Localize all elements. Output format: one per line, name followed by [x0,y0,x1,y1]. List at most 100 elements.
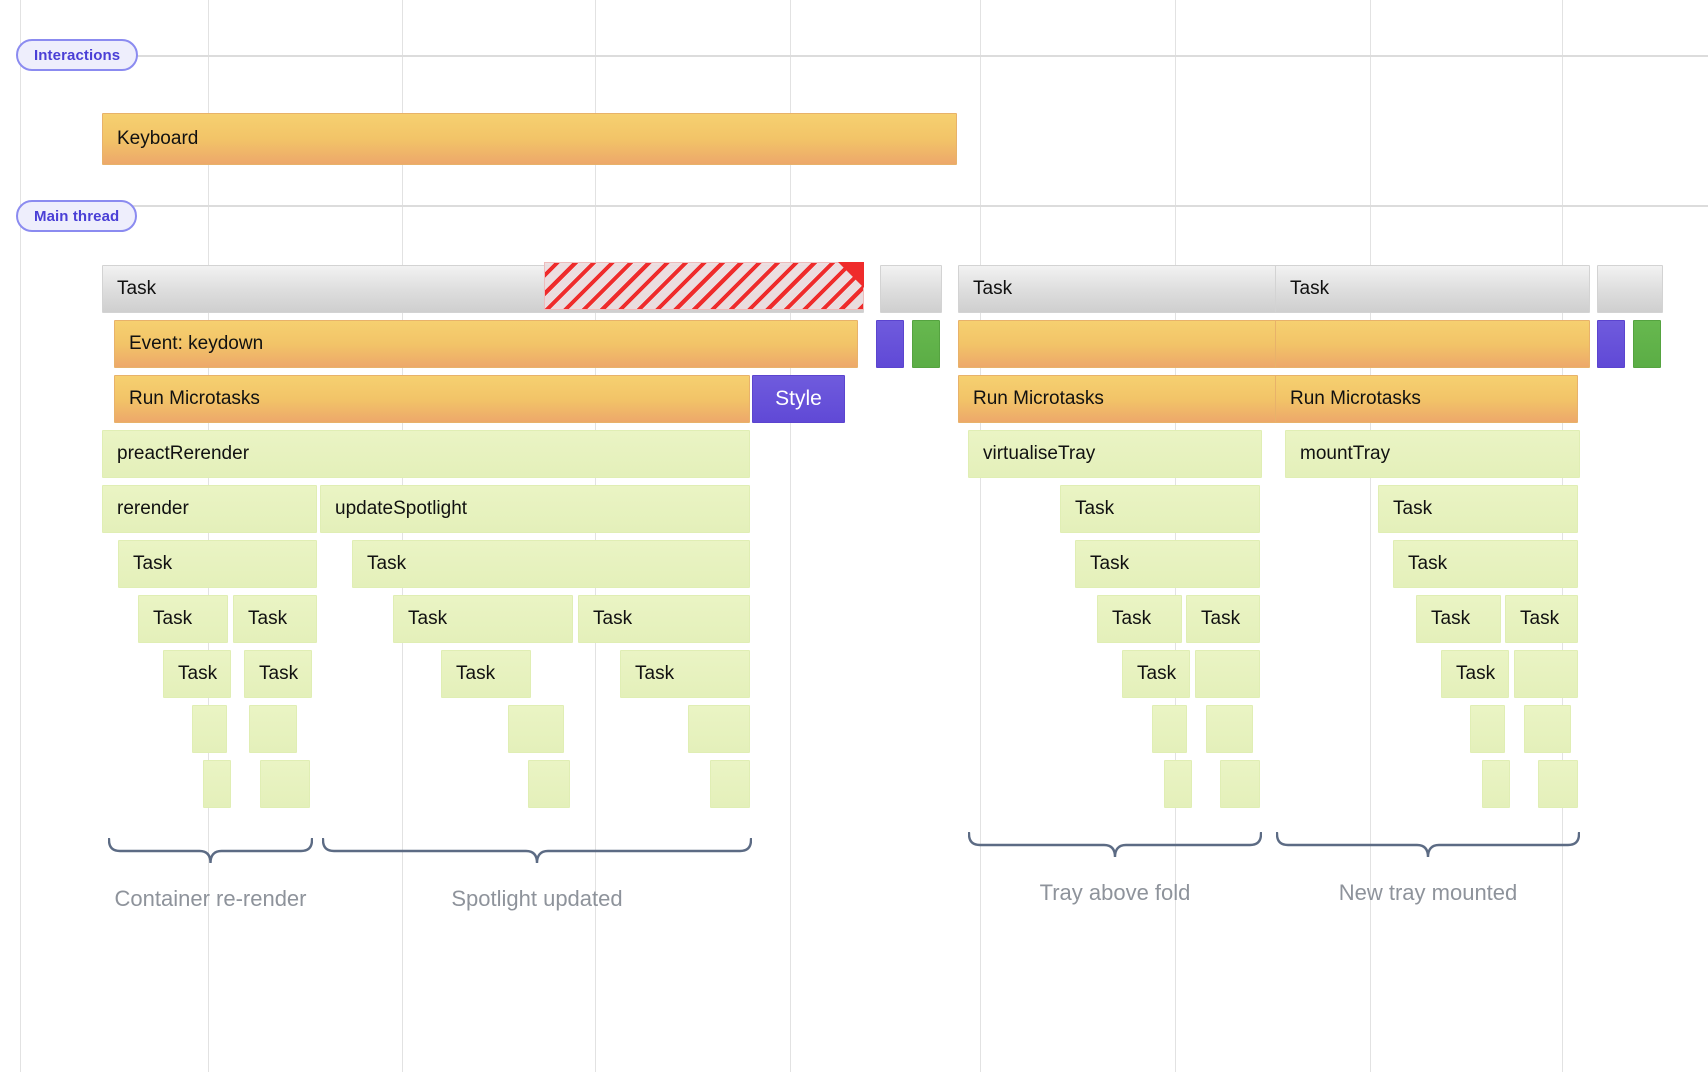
task-bar[interactable] [688,705,750,753]
keyboard-interaction[interactable]: Keyboard [102,113,957,165]
task-bar[interactable] [528,760,570,808]
task-bar-label: Task [259,663,299,684]
task-bar-label: Task [1408,553,1448,574]
task-bar-label: Task [367,553,407,574]
task-bar[interactable] [192,705,227,753]
gridline-7 [1370,0,1371,1072]
task-bar[interactable] [1164,760,1192,808]
task-bar[interactable] [1206,705,1253,753]
task-bar[interactable]: Task [1393,540,1578,588]
task-bar[interactable]: Task [1378,485,1578,533]
task-bar[interactable] [1514,650,1578,698]
task-bar[interactable]: Task [1505,595,1578,643]
task-bar[interactable]: Task [1186,595,1260,643]
task-bar[interactable]: Task [1075,540,1260,588]
task-bar-label: Task [1137,663,1177,684]
task-bar[interactable]: Task [1060,485,1260,533]
update-spotlight-bar[interactable]: updateSpotlight [320,485,750,533]
task-bar[interactable]: Task [441,650,531,698]
task-bar[interactable] [203,760,231,808]
task-bar[interactable]: Task [1416,595,1501,643]
track-pill-main-thread[interactable]: Main thread [16,200,138,232]
paint-marker[interactable] [912,320,940,368]
task-bar[interactable]: Task [118,540,317,588]
annotation-tray-above-fold-label: Tray above fold [1039,880,1191,905]
annotation-container-rerender-brace [108,838,313,864]
task-bar[interactable] [1538,760,1578,808]
task-bar-label: Task [1520,608,1560,629]
style-bar[interactable]: Style [752,375,845,423]
long-task-hatch[interactable] [544,262,864,310]
style-marker[interactable] [1597,320,1625,368]
event-bar[interactable] [1275,320,1590,368]
style-marker[interactable] [876,320,904,368]
gridline-3 [595,0,596,1072]
task-bar[interactable] [710,760,750,808]
gridline-4 [790,0,791,1072]
task-bar-label: Task [117,278,157,299]
task-bar-label: Task [153,608,193,629]
task-bar-label: Task [1090,553,1130,574]
annotation-new-tray-mounted-label: New tray mounted [1338,880,1518,905]
task-bar-label: Task [593,608,633,629]
run-microtasks-bar-label: Run Microtasks [1290,388,1421,409]
annotation-tray-above-fold-brace [968,832,1262,858]
task-bar[interactable] [1152,705,1187,753]
task-bar[interactable] [1195,650,1260,698]
run-microtasks-bar-label: Run Microtasks [973,388,1104,409]
run-microtasks-bar[interactable]: Run Microtasks [958,375,1280,423]
task-bar-label: Task [1456,663,1496,684]
annotation-container-rerender-label: Container re-render [114,886,307,911]
main-thread-rule [20,205,1708,207]
style-bar-label: Style [775,387,822,410]
task-bar[interactable]: Task [1275,265,1590,313]
task-bar[interactable]: Task [163,650,231,698]
task-bar[interactable]: Task [578,595,750,643]
task-bar[interactable] [249,705,297,753]
annotation-new-tray-mounted-brace [1276,832,1580,858]
task-bar[interactable]: Task [1441,650,1509,698]
task-bar-label: Task [1112,608,1152,629]
task-bar[interactable] [1482,760,1510,808]
task-bar[interactable]: Task [233,595,317,643]
run-microtasks-bar[interactable]: Run Microtasks [1275,375,1578,423]
task-bar-label: Task [248,608,288,629]
keyboard-interaction-label: Keyboard [117,128,199,149]
virtualise-tray-bar-label: virtualiseTray [983,443,1096,464]
task-bar[interactable]: Task [393,595,573,643]
preact-rerender-bar[interactable]: preactRerender [102,430,750,478]
gridline-5 [980,0,981,1072]
task-bar[interactable] [1597,265,1663,313]
rerender-bar[interactable]: rerender [102,485,317,533]
task-bar[interactable] [1470,705,1505,753]
task-bar[interactable] [508,705,564,753]
task-bar[interactable] [880,265,942,313]
task-bar[interactable]: Task [958,265,1280,313]
task-bar[interactable]: Task [620,650,750,698]
task-bar-label: Task [973,278,1013,299]
task-bar[interactable]: Task [352,540,750,588]
task-bar[interactable]: Task [138,595,228,643]
task-bar[interactable] [1524,705,1571,753]
gridline-8 [1562,0,1563,1072]
task-bar[interactable]: Task [1122,650,1190,698]
task-bar-label: Task [178,663,218,684]
paint-marker[interactable] [1633,320,1661,368]
task-bar[interactable] [1220,760,1260,808]
task-bar-label: Task [1075,498,1115,519]
mount-tray-bar[interactable]: mountTray [1285,430,1580,478]
task-bar-label: Task [1431,608,1471,629]
task-bar-label: Task [456,663,496,684]
run-microtasks-bar[interactable]: Run Microtasks [114,375,750,423]
task-bar[interactable] [260,760,310,808]
track-pill-interactions[interactable]: Interactions [16,39,139,71]
track-pill-interactions-label: Interactions [34,46,121,64]
virtualise-tray-bar[interactable]: virtualiseTray [968,430,1262,478]
task-bar[interactable]: Task [244,650,312,698]
annotation-spotlight-updated-brace [322,838,752,864]
event-keydown-bar[interactable]: Event: keydown [114,320,858,368]
rerender-bar-label: rerender [117,498,189,519]
event-bar[interactable] [958,320,1280,368]
task-bar[interactable]: Task [1097,595,1182,643]
